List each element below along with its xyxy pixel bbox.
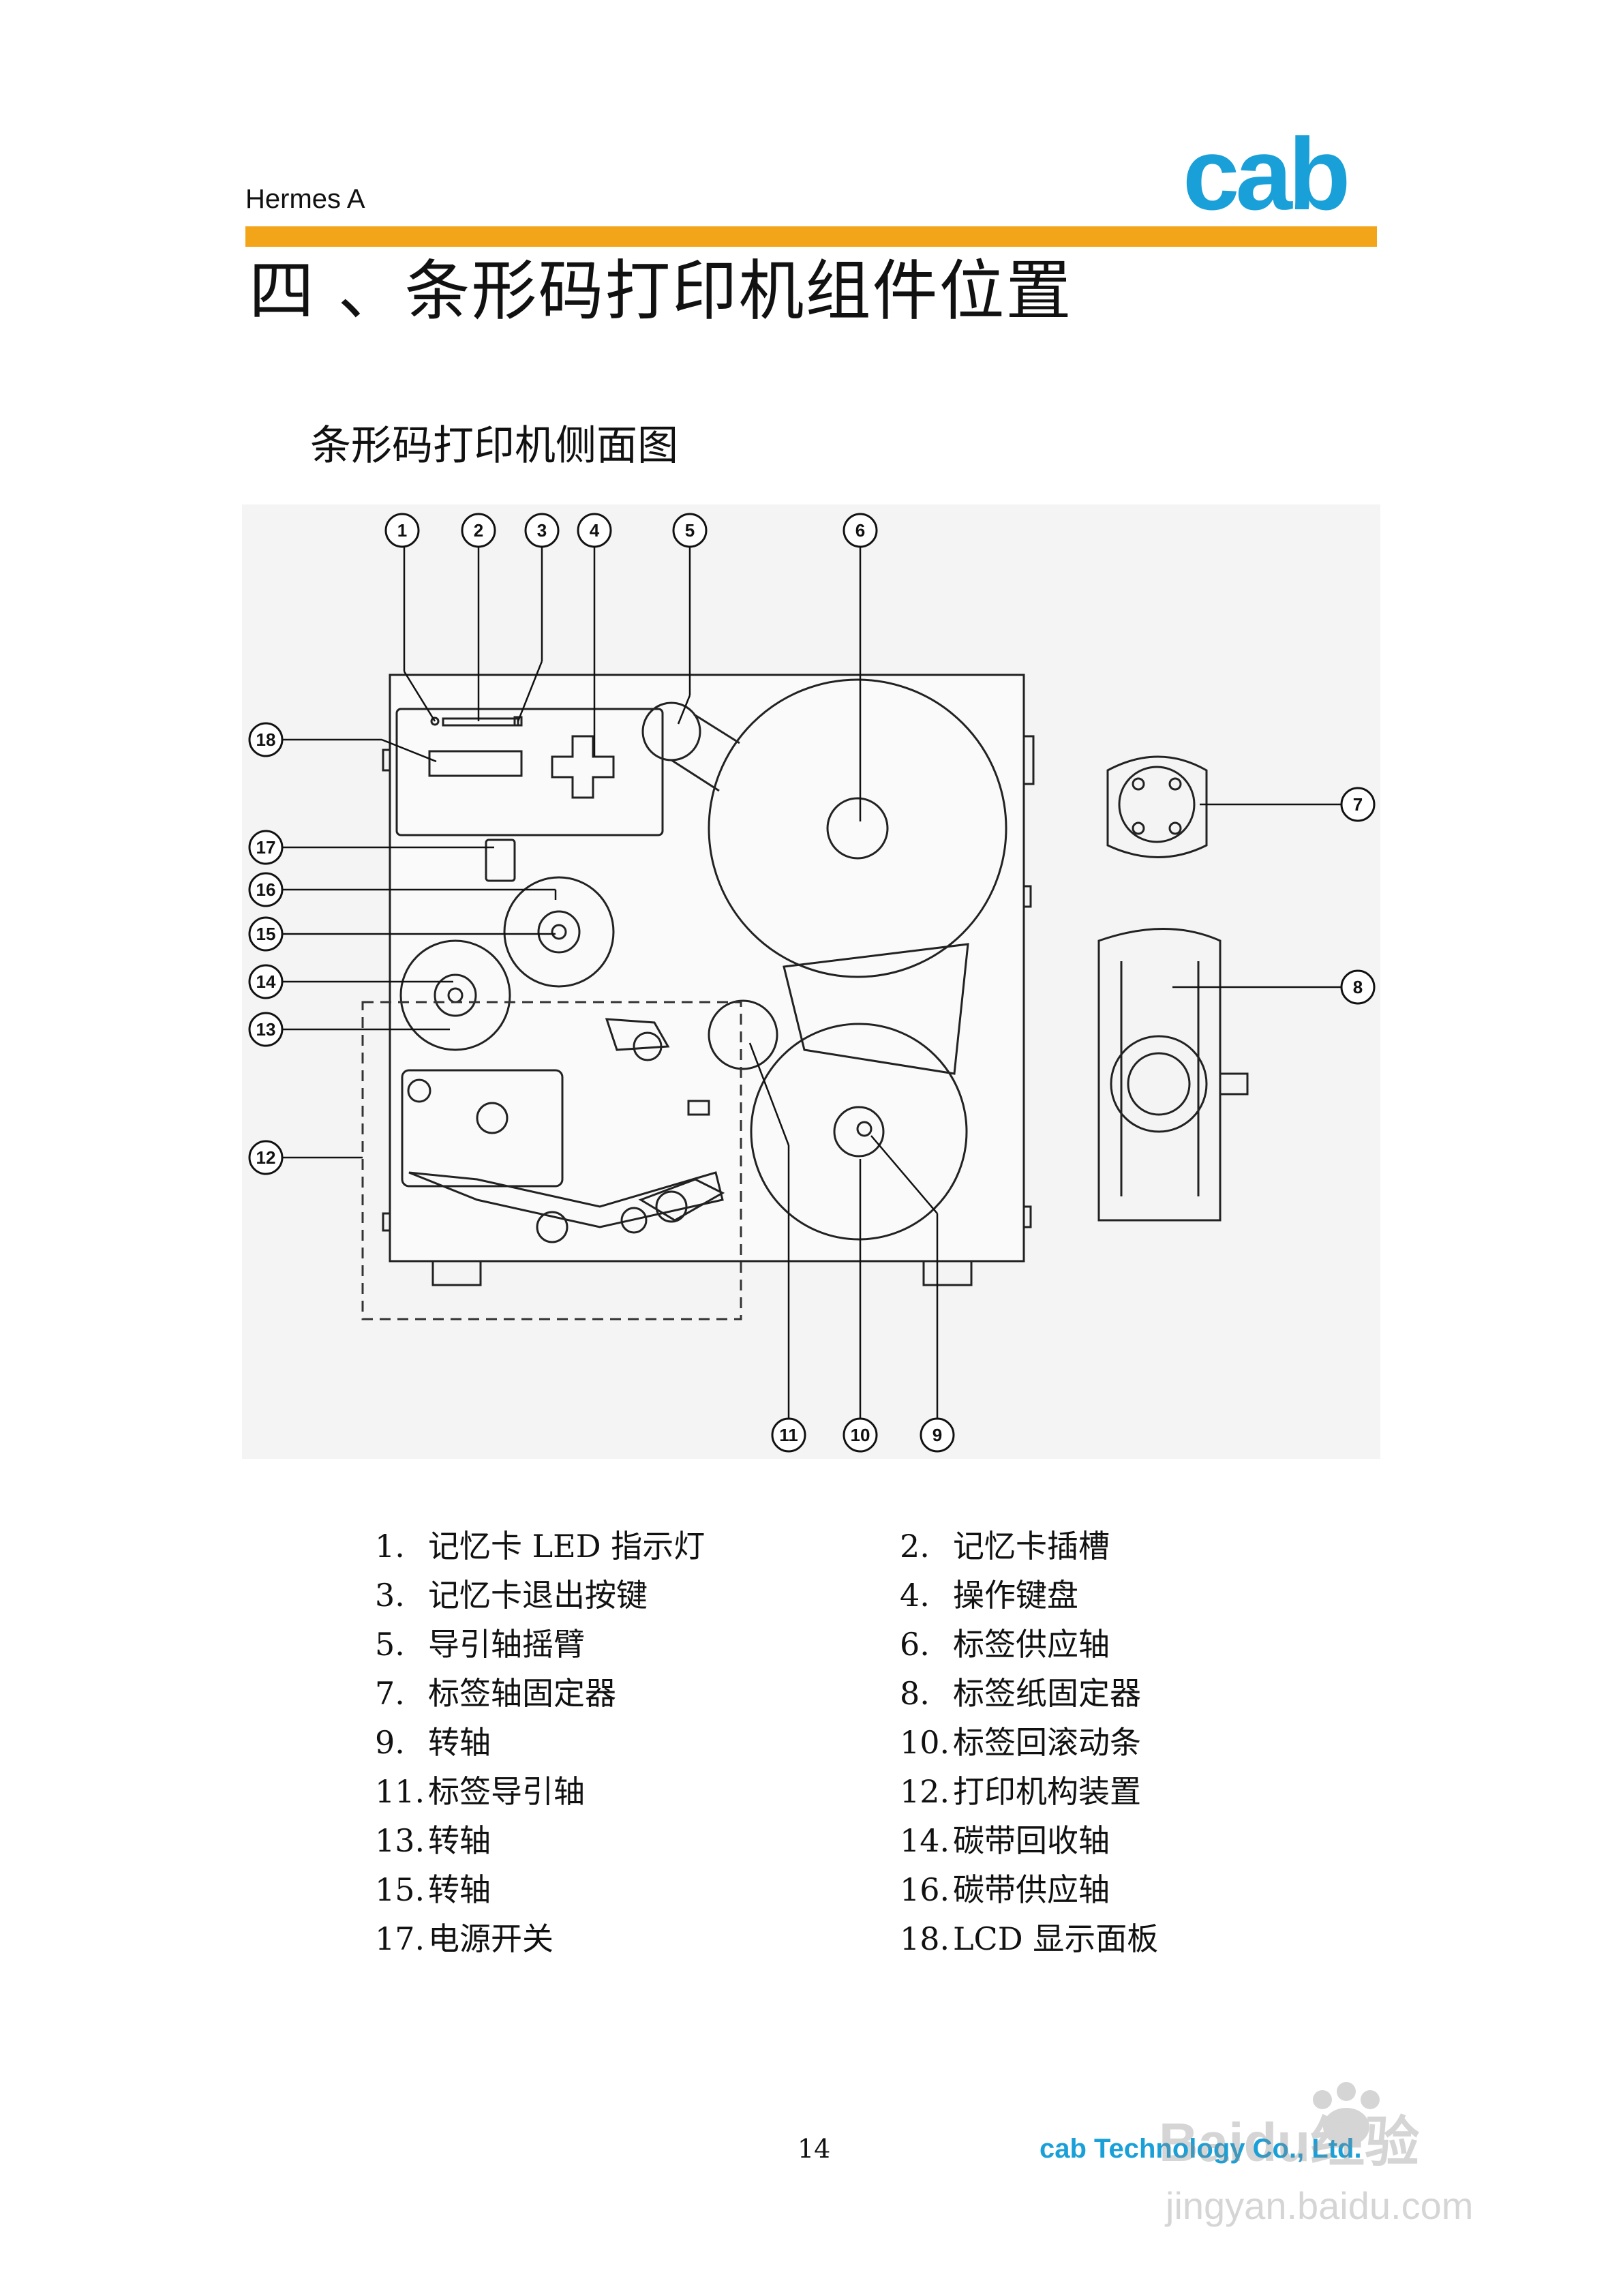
callout-16-circle [248,872,284,907]
legend-item-1: 1.记忆卡 LED 指示灯 [375,1528,706,1565]
legend-item-15: 15.转轴 [375,1871,491,1908]
svg-text:Baidu经验: Baidu经验 [1159,2112,1419,2173]
legend-item-17: 17.电源开关 [375,1920,553,1957]
callout-3-label: 3 [537,520,547,541]
callout-8-label: 8 [1353,977,1363,997]
callout-6-label: 6 [855,520,865,541]
callout-15-circle [248,916,284,952]
callout-1-label: 1 [397,520,407,541]
callout-11-label: 11 [779,1425,798,1445]
callout-5-label: 5 [685,520,695,541]
callout-13-circle [248,1012,284,1047]
callout-15-label: 15 [256,924,276,944]
svg-text:jingyan.baidu.com: jingyan.baidu.com [1164,2184,1473,2227]
baidu-jingyan-watermark: Baidu经验 jingyan.baidu.com [1159,2082,1473,2227]
callout-17-label: 17 [256,837,276,858]
figure-caption: 条形码打印机侧面图 [310,422,678,470]
product-name: Hermes A [245,184,365,214]
legend-item-7: 7.标签轴固定器 [375,1675,616,1712]
header-accent-bar [245,226,1377,247]
legend-item-5: 5.导引轴摇臂 [375,1626,585,1663]
callout-6-circle [843,513,878,548]
callout-4-circle [577,513,612,548]
legend-item-10: 10.标签回滚动条 [900,1724,1141,1761]
callout-9-label: 9 [932,1425,942,1445]
callout-1-circle [384,513,420,548]
footer-company: cab Technology Co., Ltd. [1040,2134,1362,2164]
legend-item-14: 14.碳带回收轴 [900,1822,1110,1859]
legend-item-8: 8.标签纸固定器 [900,1675,1141,1712]
legend-item-13: 13.转轴 [375,1822,491,1859]
callout-13-label: 13 [256,1019,276,1040]
printer-side-view-diagram: 1 2 3 4 5 6 7 8 9 10 11 12 13 14 15 16 1… [242,504,1380,1459]
callout-8-circle [1340,969,1376,1005]
callout-2-label: 2 [474,520,483,541]
legend-item-18: 18.LCD 显示面板 [900,1920,1159,1957]
section-title: 四 、条形码打印机组件位置 [249,253,1073,329]
callout-18-circle [248,722,284,757]
legend-item-12: 12.打印机构装置 [900,1773,1141,1810]
callout-9-circle [920,1417,955,1453]
callout-18-label: 18 [256,729,276,750]
cab-logo: cab [1183,117,1350,231]
legend-item-16: 16.碳带供应轴 [900,1871,1110,1908]
callout-5-circle [672,513,708,548]
callout-12-label: 12 [256,1147,276,1168]
callout-10-circle [843,1417,878,1453]
callout-14-label: 14 [256,971,276,992]
callout-10-label: 10 [851,1425,870,1445]
legend-item-2: 2.记忆卡插槽 [900,1528,1110,1565]
legend-item-3: 3.记忆卡退出按键 [375,1577,648,1614]
callout-3-circle [524,513,560,548]
callout-12-circle [248,1140,284,1175]
callout-11-circle [771,1417,806,1453]
page-number: 14 [798,2134,831,2164]
legend-item-11: 11.标签导引轴 [375,1773,585,1810]
callout-2-circle [461,513,496,548]
legend-item-9: 9.转轴 [375,1724,491,1761]
legend-item-6: 6.标签供应轴 [900,1626,1110,1663]
legend-item-4: 4.操作键盘 [900,1577,1078,1614]
callout-17-circle [248,830,284,865]
callout-14-circle [248,964,284,999]
callout-4-label: 4 [590,520,600,541]
callout-7-circle [1340,787,1376,822]
callout-7-label: 7 [1353,794,1363,815]
callout-16-label: 16 [256,879,276,900]
